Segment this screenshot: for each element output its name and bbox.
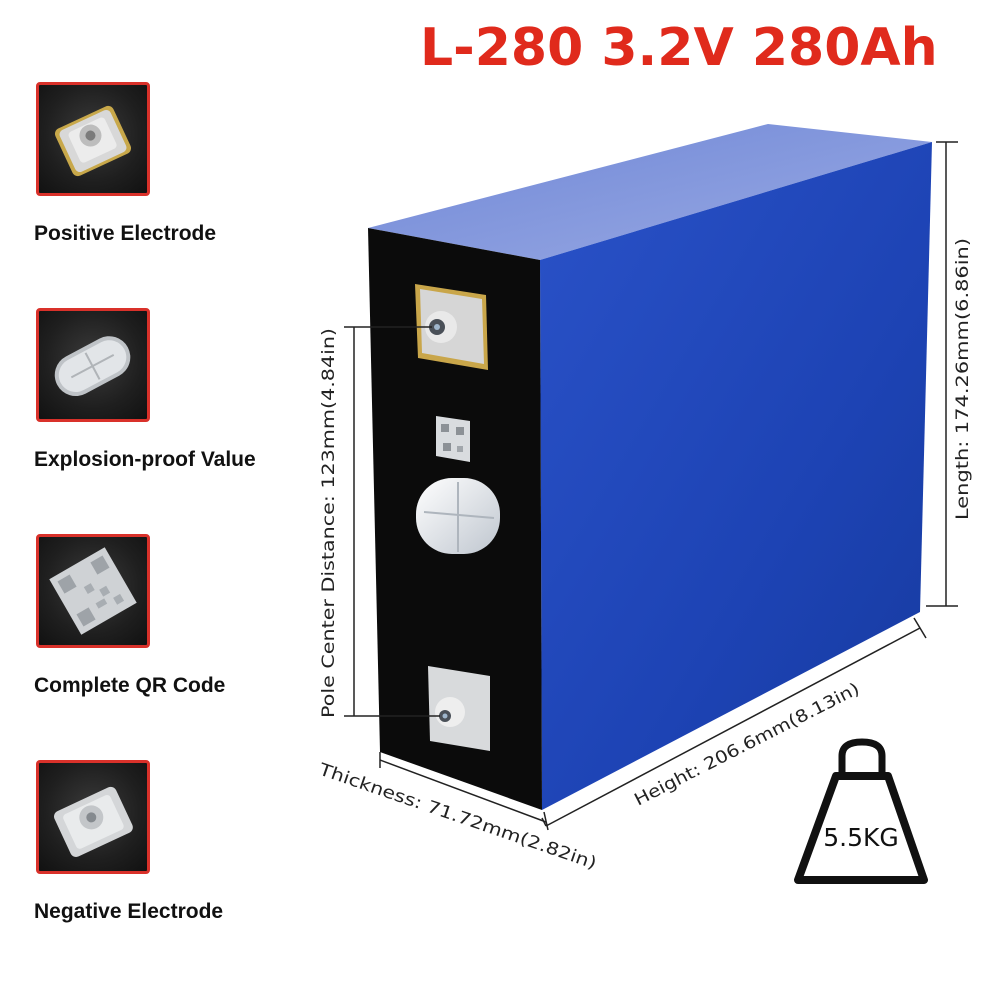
feature-complete-qr-code: Complete QR Code <box>34 534 324 698</box>
feature-label: Positive Electrode <box>34 222 217 245</box>
qr-code-icon <box>36 534 150 648</box>
pole-distance-label: Pole Center Distance: 123mm(4.84in) <box>319 328 339 718</box>
feature-negative-electrode: Negative Electrode <box>34 760 324 924</box>
negative-terminal-icon <box>36 760 150 874</box>
weight-label: 5.5KG <box>823 823 899 852</box>
length-label: Length: 174.26mm(6.86in) <box>953 238 973 520</box>
length-guide <box>926 141 958 607</box>
feature-positive-electrode: Positive Electrode <box>34 82 324 246</box>
positive-terminal-icon <box>36 82 150 196</box>
product-title: L-280 3.2V 280Ah <box>420 18 938 78</box>
feature-label: Explosion-proof Value <box>34 448 256 471</box>
battery-side-face <box>540 142 932 810</box>
explosion-proof-vent <box>416 478 500 554</box>
negative-terminal <box>428 666 490 751</box>
pole-distance-guide <box>344 326 440 717</box>
thickness-guide <box>379 752 549 831</box>
feature-label: Negative Electrode <box>34 900 224 923</box>
positive-terminal <box>415 284 488 370</box>
feature-label: Complete QR Code <box>34 674 226 697</box>
safety-vent-icon <box>36 308 150 422</box>
feature-explosion-proof-value: Explosion-proof Value <box>34 308 324 472</box>
weight-icon <box>794 738 928 884</box>
battery-top-face <box>368 124 932 260</box>
qr-code-mark <box>436 416 470 462</box>
